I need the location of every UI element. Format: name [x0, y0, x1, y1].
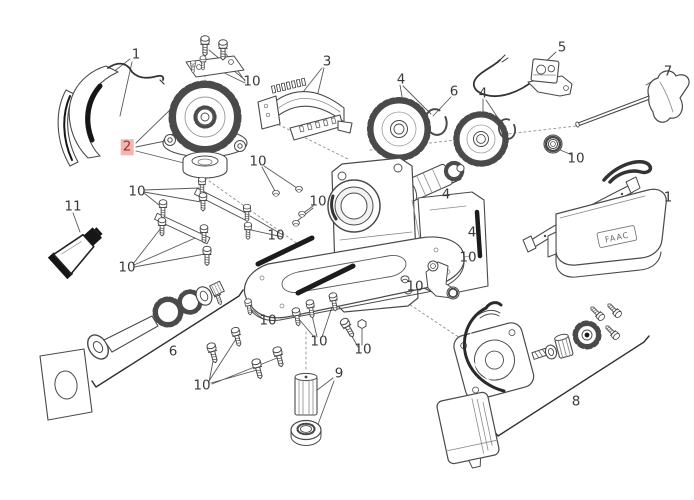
- part-7-release-lever[interactable]: [575, 70, 690, 128]
- gasket-strip: [474, 209, 483, 259]
- gasket-strip: [295, 263, 356, 296]
- callout-10[interactable]: 10: [128, 183, 146, 200]
- callout-10[interactable]: 10: [354, 341, 372, 358]
- main-housing[interactable]: [154, 157, 489, 329]
- part-3-limit-switch[interactable]: [257, 77, 353, 141]
- part-9-coupling-sleeve[interactable]: [290, 372, 322, 446]
- motor-cable: [462, 306, 506, 393]
- callout-10[interactable]: 10: [309, 193, 327, 210]
- cable: [107, 62, 165, 81]
- nut[interactable]: [357, 319, 367, 329]
- cable: [602, 159, 653, 184]
- splined-sleeve: [554, 333, 574, 359]
- callout-9[interactable]: 9: [334, 365, 344, 382]
- callout-5[interactable]: 5: [557, 39, 567, 56]
- callout-1[interactable]: 1: [131, 46, 141, 63]
- callout-10[interactable]: 10: [249, 153, 267, 170]
- callout-10[interactable]: 10: [193, 377, 211, 394]
- callout-6[interactable]: 6: [168, 343, 178, 360]
- callout-7[interactable]: 7: [663, 63, 673, 80]
- callout-3[interactable]: 3: [322, 53, 332, 70]
- callout-4[interactable]: 4: [467, 224, 477, 241]
- part-2-gear-assembly[interactable]: [162, 55, 248, 179]
- callout-10[interactable]: 10: [259, 312, 277, 329]
- callout-10[interactable]: 10: [118, 259, 136, 276]
- callout-10[interactable]: 10: [267, 227, 285, 244]
- connector-pins: [270, 77, 307, 94]
- callout-10[interactable]: 10: [406, 278, 424, 295]
- part-5-sensor-bracket[interactable]: [472, 54, 573, 97]
- part-1-left-cover[interactable]: [57, 62, 165, 167]
- callout-4[interactable]: 4: [396, 71, 406, 88]
- part-8-motor-assembly[interactable]: [436, 301, 602, 473]
- callout-6[interactable]: 6: [449, 83, 459, 100]
- callout-1[interactable]: 1: [663, 189, 673, 206]
- motor-can: [436, 391, 500, 469]
- part-1-right-cover[interactable]: FAAC: [522, 159, 667, 278]
- callout-10[interactable]: 10: [310, 333, 328, 350]
- cable: [472, 59, 535, 97]
- retaining-ring: [497, 118, 517, 140]
- callout-4[interactable]: 4: [441, 186, 451, 203]
- gasket-strip: [255, 235, 315, 267]
- callout-4[interactable]: 4: [478, 85, 488, 102]
- part-11-grease-tube[interactable]: [48, 220, 109, 279]
- clutch-gear: [572, 320, 602, 350]
- bushing-knurled[interactable]: [543, 134, 563, 154]
- retaining-ring-6[interactable]: [423, 107, 450, 137]
- mounting-rails: [154, 187, 250, 245]
- brand-plate: [596, 225, 638, 248]
- callout-10[interactable]: 10: [243, 73, 261, 90]
- part-6-output-shaft[interactable]: [39, 280, 225, 421]
- callout-10[interactable]: 10: [567, 150, 585, 167]
- bracket-bushings[interactable]: [425, 260, 460, 300]
- callout-2-selected[interactable]: 2: [120, 138, 134, 155]
- gear-teeth: [168, 80, 242, 154]
- callout-8[interactable]: 8: [571, 393, 581, 410]
- callout-11[interactable]: 11: [64, 198, 82, 215]
- callout-10[interactable]: 10: [459, 249, 477, 266]
- base-plate: [244, 236, 465, 319]
